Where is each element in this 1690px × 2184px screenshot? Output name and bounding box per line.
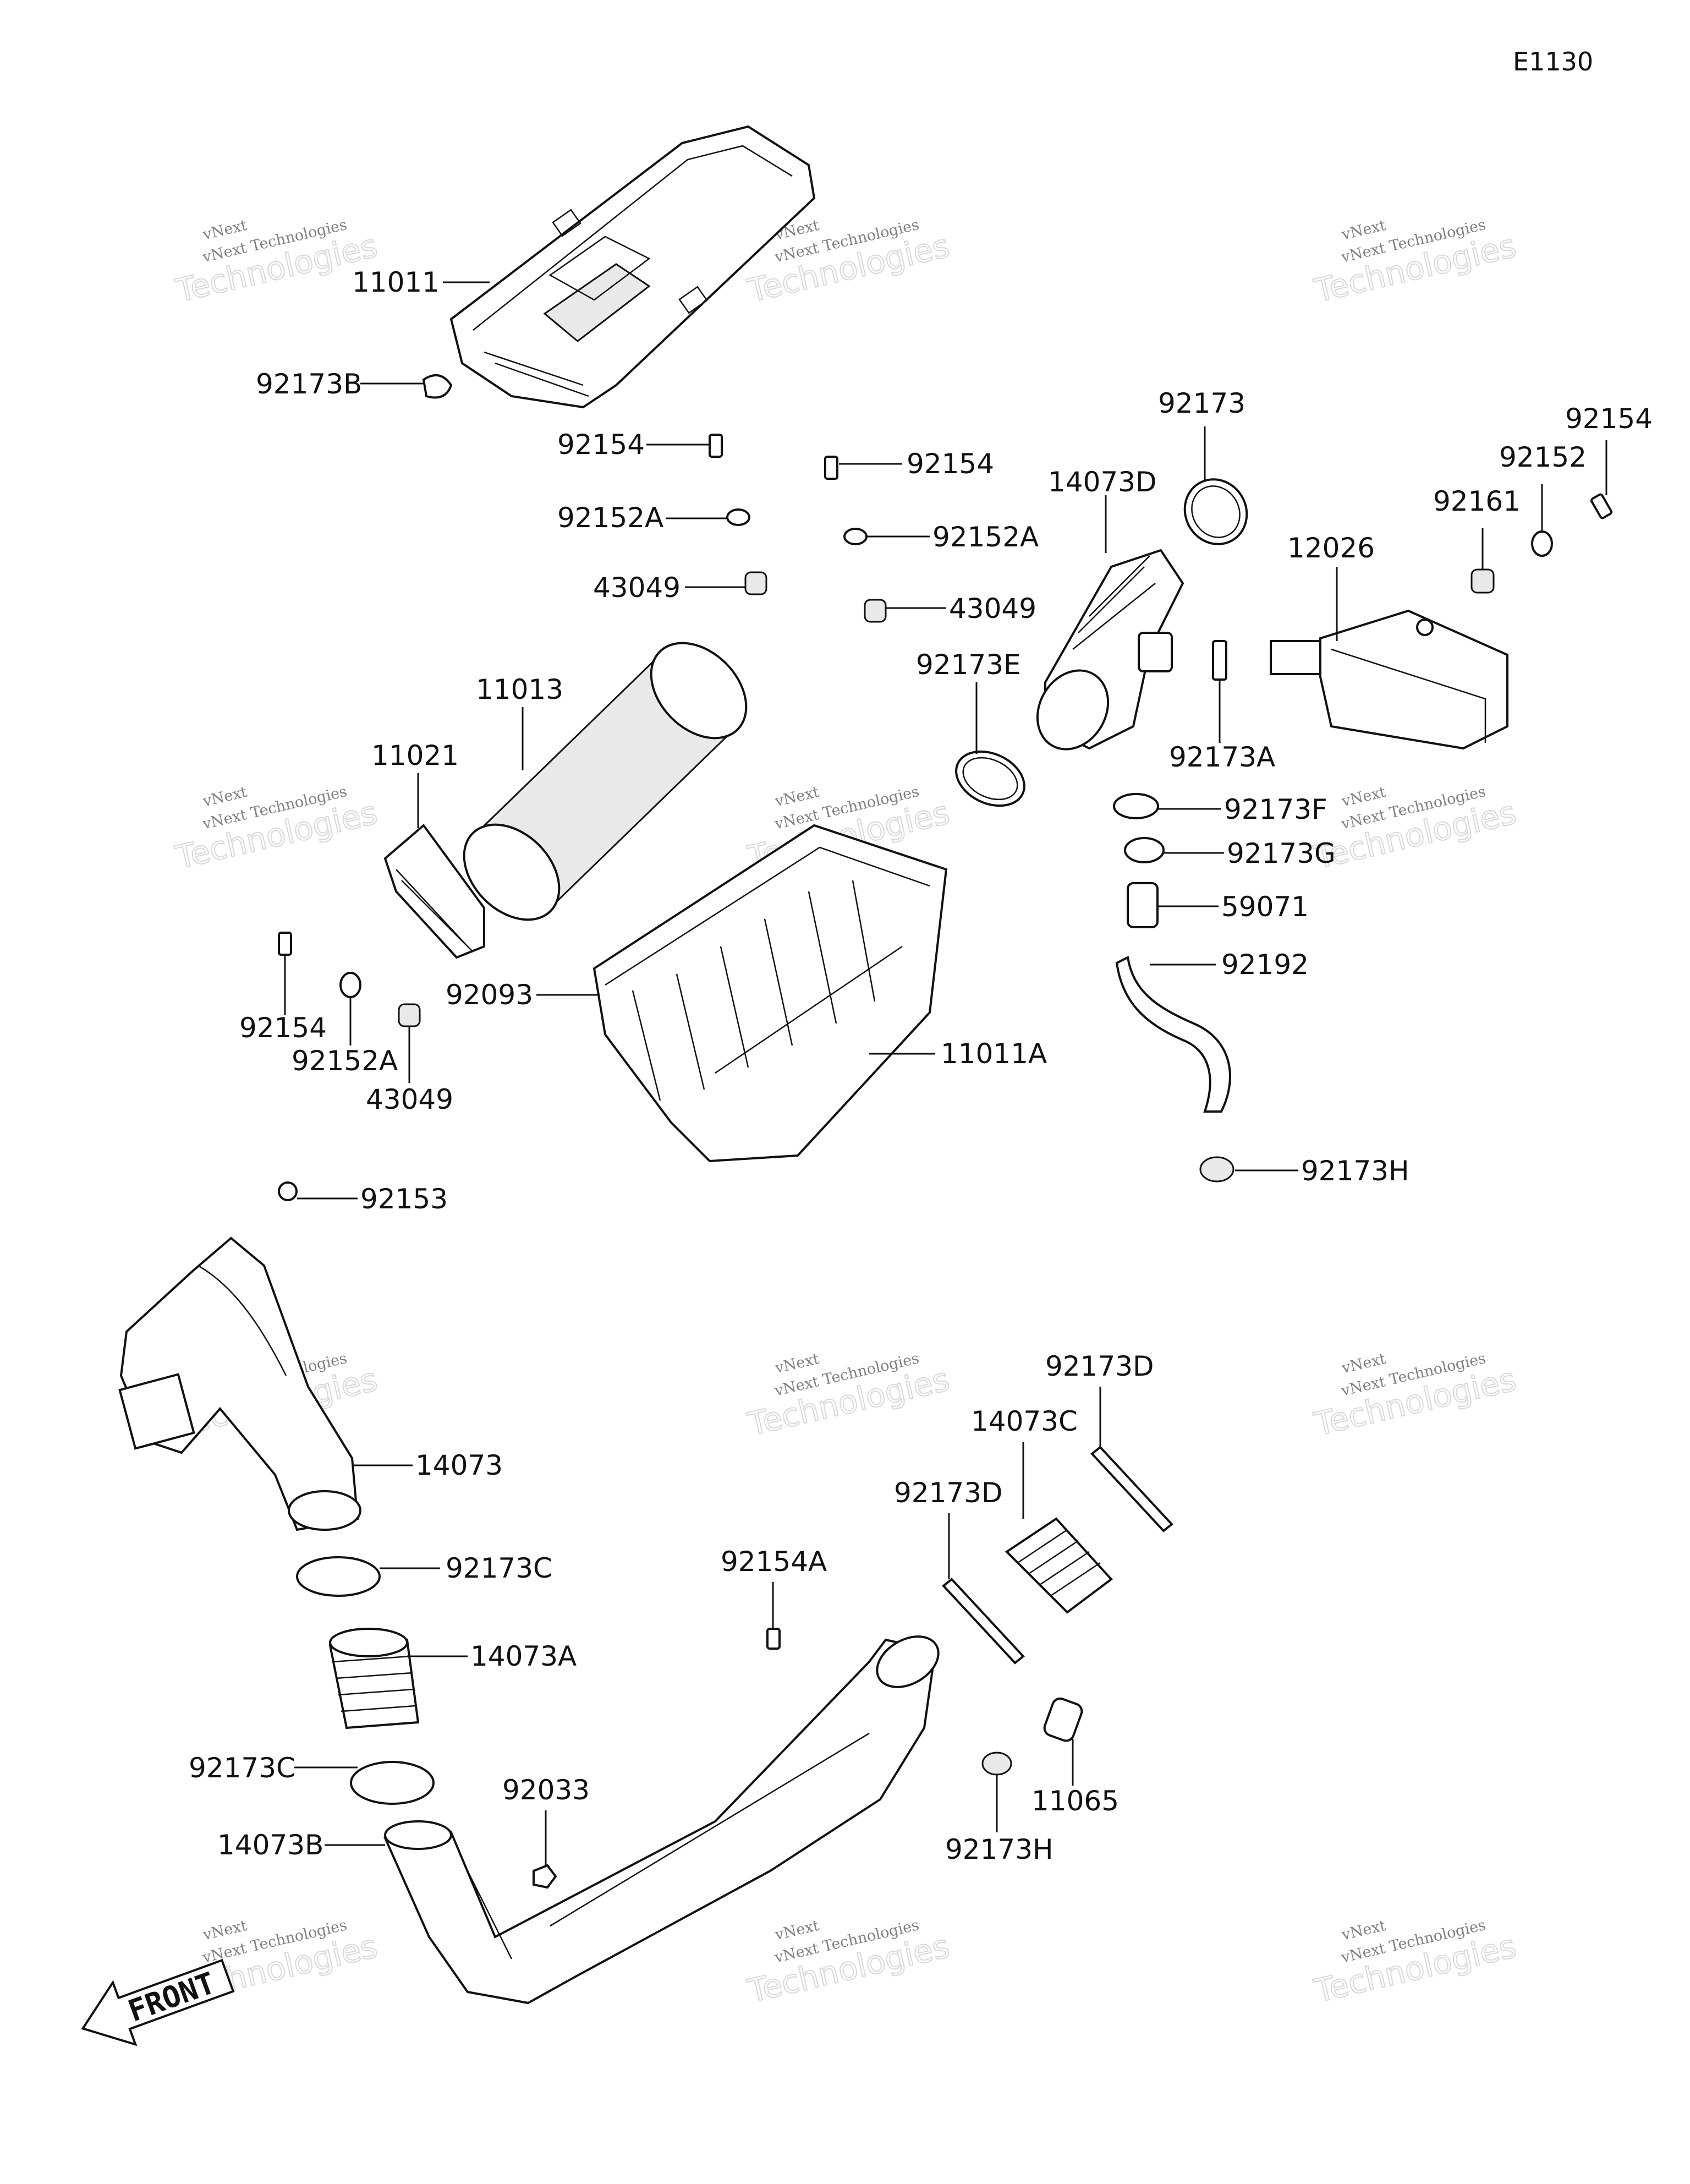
part-labels: 11011 92173B 92154 92154 92152A 92152A 4… (189, 266, 1653, 1865)
watermark-logo: vNext (1340, 1917, 1387, 1944)
label-14073C: 14073C (971, 1405, 1078, 1437)
part-11011A-case (592, 824, 948, 1163)
part-92033-nut (533, 1864, 557, 1889)
label-92154A: 92154A (721, 1546, 827, 1578)
label-92173A: 92173A (1169, 741, 1275, 773)
part-11013-element (463, 642, 748, 921)
label-92173F: 92173F (1224, 793, 1327, 825)
label-92153: 92153 (360, 1183, 448, 1215)
part-14073B-duct (383, 1635, 940, 2005)
watermark-logo: vNext (773, 784, 821, 811)
front-arrow-icon (81, 1958, 235, 2046)
part-12026-box (1270, 609, 1508, 750)
label-92173B: 92173B (256, 368, 362, 400)
watermark-logo: vNext (201, 784, 249, 811)
part-92153-screw (278, 1181, 298, 1201)
label-43049: 43049 (366, 1083, 453, 1115)
label-14073A: 14073A (470, 1640, 577, 1672)
label-92173C: 92173C (446, 1552, 552, 1584)
part-92173E-clamp (955, 750, 1025, 807)
label-11011A: 11011A (941, 1038, 1047, 1070)
watermark-logo: vNext (201, 1917, 249, 1944)
part-92173B-clamp (422, 374, 453, 399)
part-14073A-boot (328, 1628, 420, 1729)
part-14073-duct (118, 1236, 361, 1531)
watermark-logo: vNext (1340, 1350, 1387, 1377)
label-11065: 11065 (1031, 1785, 1119, 1817)
part-11011-cover (449, 125, 816, 409)
part-11065-cap (1043, 1697, 1083, 1742)
label-14073B: 14073B (217, 1829, 323, 1861)
part-14073C-boot (1005, 1517, 1113, 1614)
label-92173D: 92173D (1045, 1350, 1154, 1382)
label-92154: 92154 (239, 1012, 327, 1044)
label-92173E: 92173E (916, 649, 1021, 681)
label-11013: 11013 (476, 674, 563, 705)
watermark-logo: vNext (201, 217, 249, 244)
label-92161: 92161 (1433, 485, 1521, 517)
part-92173-clamp (1183, 478, 1248, 545)
label-92033: 92033 (502, 1774, 590, 1806)
label-92154: 92154 (907, 448, 994, 480)
label-92152A: 92152A (292, 1045, 398, 1077)
label-14073D: 14073D (1048, 466, 1157, 498)
leader-lines (284, 281, 1607, 1865)
watermark-logo: vNext (1340, 217, 1387, 244)
part-92173C-clamp (296, 1556, 435, 1805)
label-92173: 92173 (1158, 387, 1245, 419)
label-14073: 14073 (415, 1449, 503, 1481)
label-92173H: 92173H (945, 1833, 1053, 1865)
label-12026: 12026 (1287, 532, 1375, 564)
watermark-logo: vNext (1340, 784, 1387, 811)
part-92192-hose (1115, 956, 1231, 1113)
part-92173H-clip (981, 1156, 1234, 1776)
part-92173F-clip (1113, 793, 1165, 863)
label-92173D: 92173D (894, 1477, 1003, 1509)
part-92173A-clip (1212, 640, 1227, 681)
label-92093: 92093 (446, 979, 533, 1011)
label-43049: 43049 (593, 572, 681, 604)
front-label: FRONT (124, 1966, 220, 2029)
label-92152: 92152 (1499, 441, 1587, 473)
label-92173H: 92173H (1301, 1155, 1409, 1187)
label-11021: 11021 (371, 740, 459, 771)
part-59071-fitting (1127, 882, 1159, 928)
label-43049: 43049 (949, 593, 1036, 625)
part-14073D-duct (1036, 549, 1184, 751)
label-92152A: 92152A (557, 502, 663, 534)
watermark-logo: vNext (773, 1350, 821, 1377)
label-59071: 59071 (1221, 891, 1309, 923)
watermark-logo: vNext (773, 1917, 821, 1944)
label-11011: 11011 (352, 266, 440, 298)
diagram-code: E1130 (1513, 47, 1593, 76)
label-92173C: 92173C (189, 1752, 295, 1784)
label-92154: 92154 (557, 429, 645, 461)
label-92154: 92154 (1565, 403, 1653, 435)
part-92173D-band (942, 1446, 1173, 1665)
part-11021-holder (383, 824, 485, 959)
label-92173G: 92173G (1227, 838, 1336, 869)
label-92152A: 92152A (932, 521, 1039, 553)
label-92192: 92192 (1221, 949, 1309, 981)
